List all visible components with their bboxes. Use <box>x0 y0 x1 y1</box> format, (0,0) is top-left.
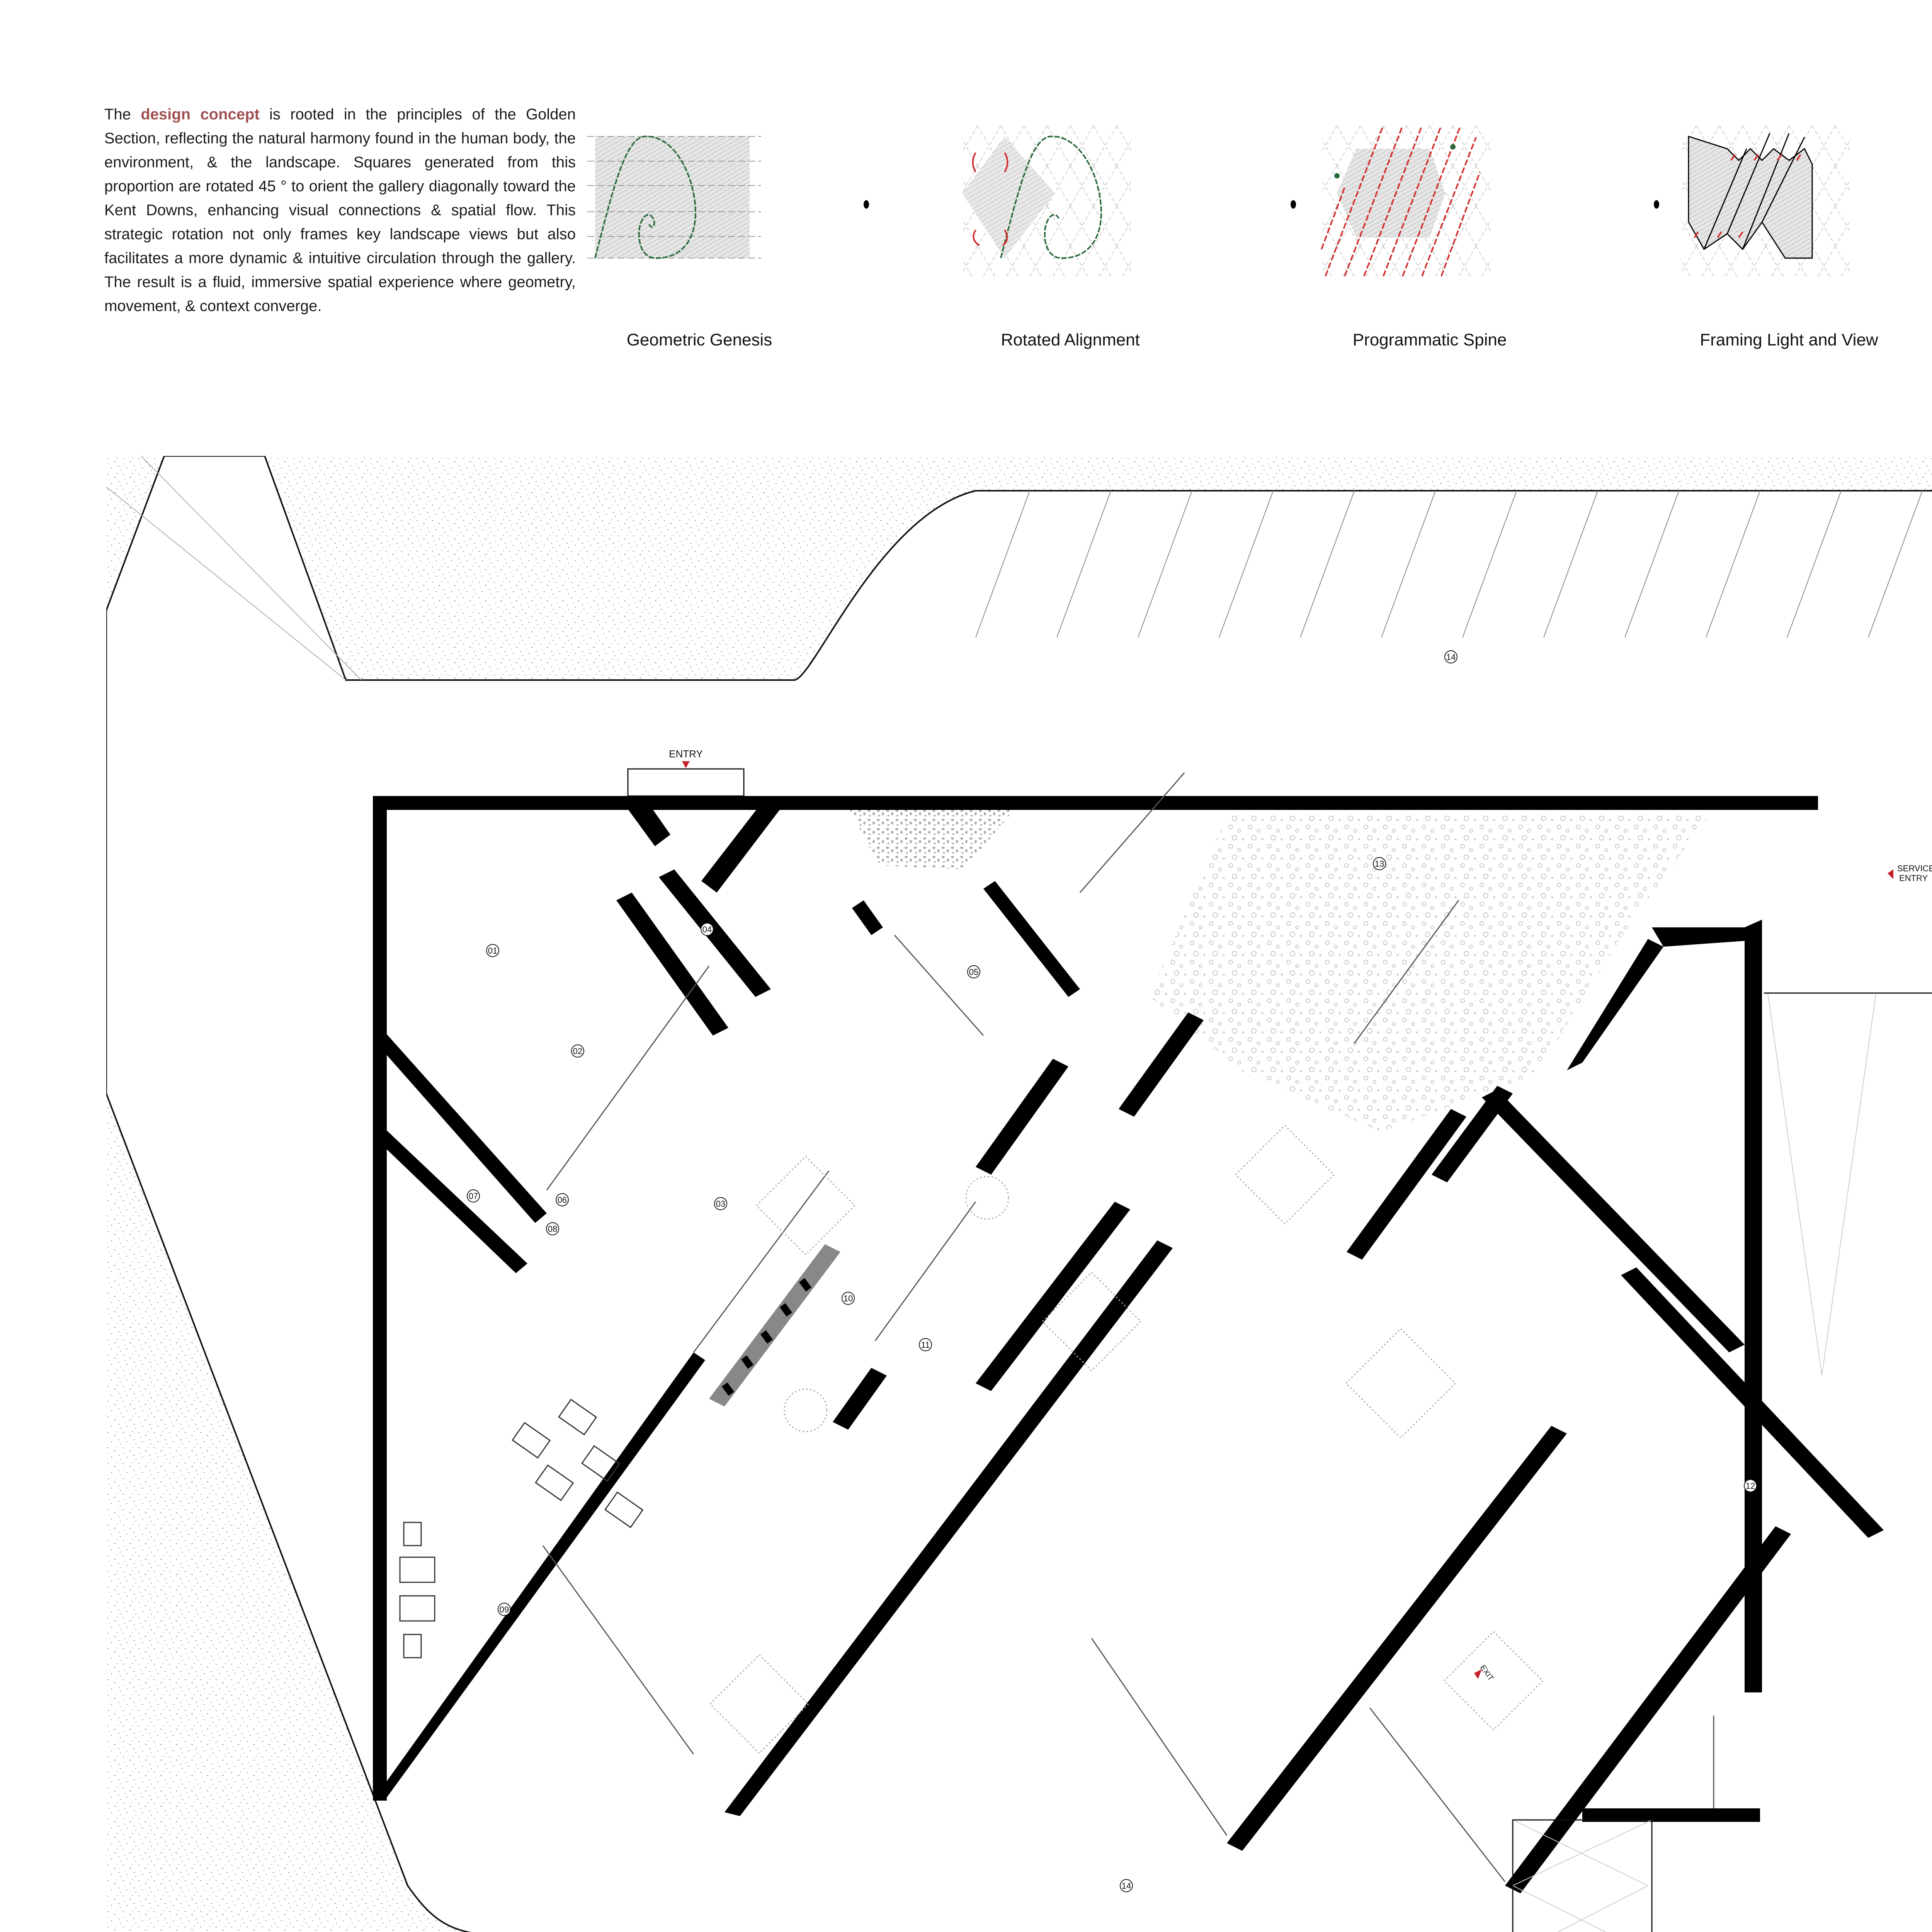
concept-programmatic-spine: Programmatic Spine <box>1314 126 1546 357</box>
spine-diagram <box>1321 126 1492 276</box>
step-bullet <box>864 200 869 209</box>
floor-plan-drawing: ENTRY SERVICE ENTRY EXIT 01 02 03 04 05 … <box>106 456 1932 1932</box>
room-tag-03: 03 <box>714 1197 727 1210</box>
ground-floor-plan: ENTRY SERVICE ENTRY EXIT 01 02 03 04 05 … <box>106 456 1932 1932</box>
room-tag-04: 04 <box>701 923 714 936</box>
intro-body: is rooted in the principles of the Golde… <box>104 106 576 315</box>
room-tag-09: 09 <box>498 1603 511 1616</box>
room-tag-02: 02 <box>571 1044 584 1058</box>
sculpture-pads <box>709 1124 1544 1754</box>
outdoor-seating-furniture <box>399 1522 435 1658</box>
room-tag-14a: 14 <box>1444 650 1458 663</box>
service-entry-label-2: ENTRY <box>1899 873 1928 883</box>
building-walls <box>373 796 1884 1893</box>
svg-text:09: 09 <box>500 1605 509 1614</box>
step-bullet <box>1291 200 1296 209</box>
service-entry-arrow-icon <box>1888 869 1893 879</box>
concept-label: Rotated Alignment <box>1001 330 1140 349</box>
room-tag-05: 05 <box>967 965 980 978</box>
display-niches <box>709 1244 840 1406</box>
entry-arrow-icon <box>682 761 690 768</box>
room-tag-11: 11 <box>919 1338 932 1351</box>
room-tags: 01 02 03 04 05 06 07 08 09 10 10 11 12 1… <box>467 650 1757 1892</box>
svg-text:03: 03 <box>716 1199 725 1209</box>
room-tag-08: 08 <box>546 1222 559 1235</box>
exit-arrow-icon <box>1474 1669 1482 1679</box>
rotated-grid-diagram <box>962 126 1132 276</box>
svg-text:02: 02 <box>573 1046 582 1056</box>
concept-geometric-genesis: Geometric Genesis <box>583 126 815 357</box>
design-concept-paragraph: The design concept is rooted in the prin… <box>104 102 576 318</box>
gravel-area <box>842 796 1026 869</box>
entry-canopy <box>627 768 745 797</box>
svg-text:11: 11 <box>921 1340 930 1350</box>
concept-label: Programmatic Spine <box>1352 330 1507 349</box>
svg-text:14: 14 <box>1446 652 1456 662</box>
svg-text:01: 01 <box>488 946 497 956</box>
svg-text:04: 04 <box>702 925 712 934</box>
courtyard-vegetation <box>1150 815 1710 1132</box>
service-entry-label-1: SERVICE <box>1897 864 1932 873</box>
svg-text:06: 06 <box>558 1195 567 1205</box>
concept-rotated-alignment: Rotated Alignment <box>954 126 1186 357</box>
svg-text:07: 07 <box>469 1191 478 1201</box>
framing-diagram <box>1681 126 1851 276</box>
golden-spiral-diagram <box>587 135 761 259</box>
step-bullet <box>1654 200 1659 209</box>
room-tag-06: 06 <box>556 1193 569 1206</box>
concept-framing-light: Framing Light and View <box>1673 126 1905 357</box>
svg-text:14: 14 <box>1122 1881 1131 1891</box>
svg-text:12: 12 <box>1746 1481 1755 1491</box>
entry-label: ENTRY <box>669 748 703 760</box>
cafe-tables <box>512 1398 644 1528</box>
room-tag-12: 12 <box>1744 1479 1757 1492</box>
room-tag-10a: 10 <box>842 1292 855 1305</box>
loading-bay-outline <box>1512 1819 1653 1932</box>
room-tag-14b: 14 <box>1120 1879 1133 1892</box>
room-tag-13: 13 <box>1373 857 1386 870</box>
concept-label: Framing Light and View <box>1700 330 1878 349</box>
intro-lead: The <box>104 106 131 123</box>
svg-text:05: 05 <box>969 967 978 977</box>
room-tag-07: 07 <box>467 1189 480 1202</box>
svg-text:10: 10 <box>844 1294 853 1303</box>
concept-label: Geometric Genesis <box>626 330 772 349</box>
room-tag-01: 01 <box>486 944 499 957</box>
svg-text:13: 13 <box>1375 859 1384 869</box>
svg-text:08: 08 <box>548 1224 557 1234</box>
intro-highlight: design concept <box>141 106 260 123</box>
